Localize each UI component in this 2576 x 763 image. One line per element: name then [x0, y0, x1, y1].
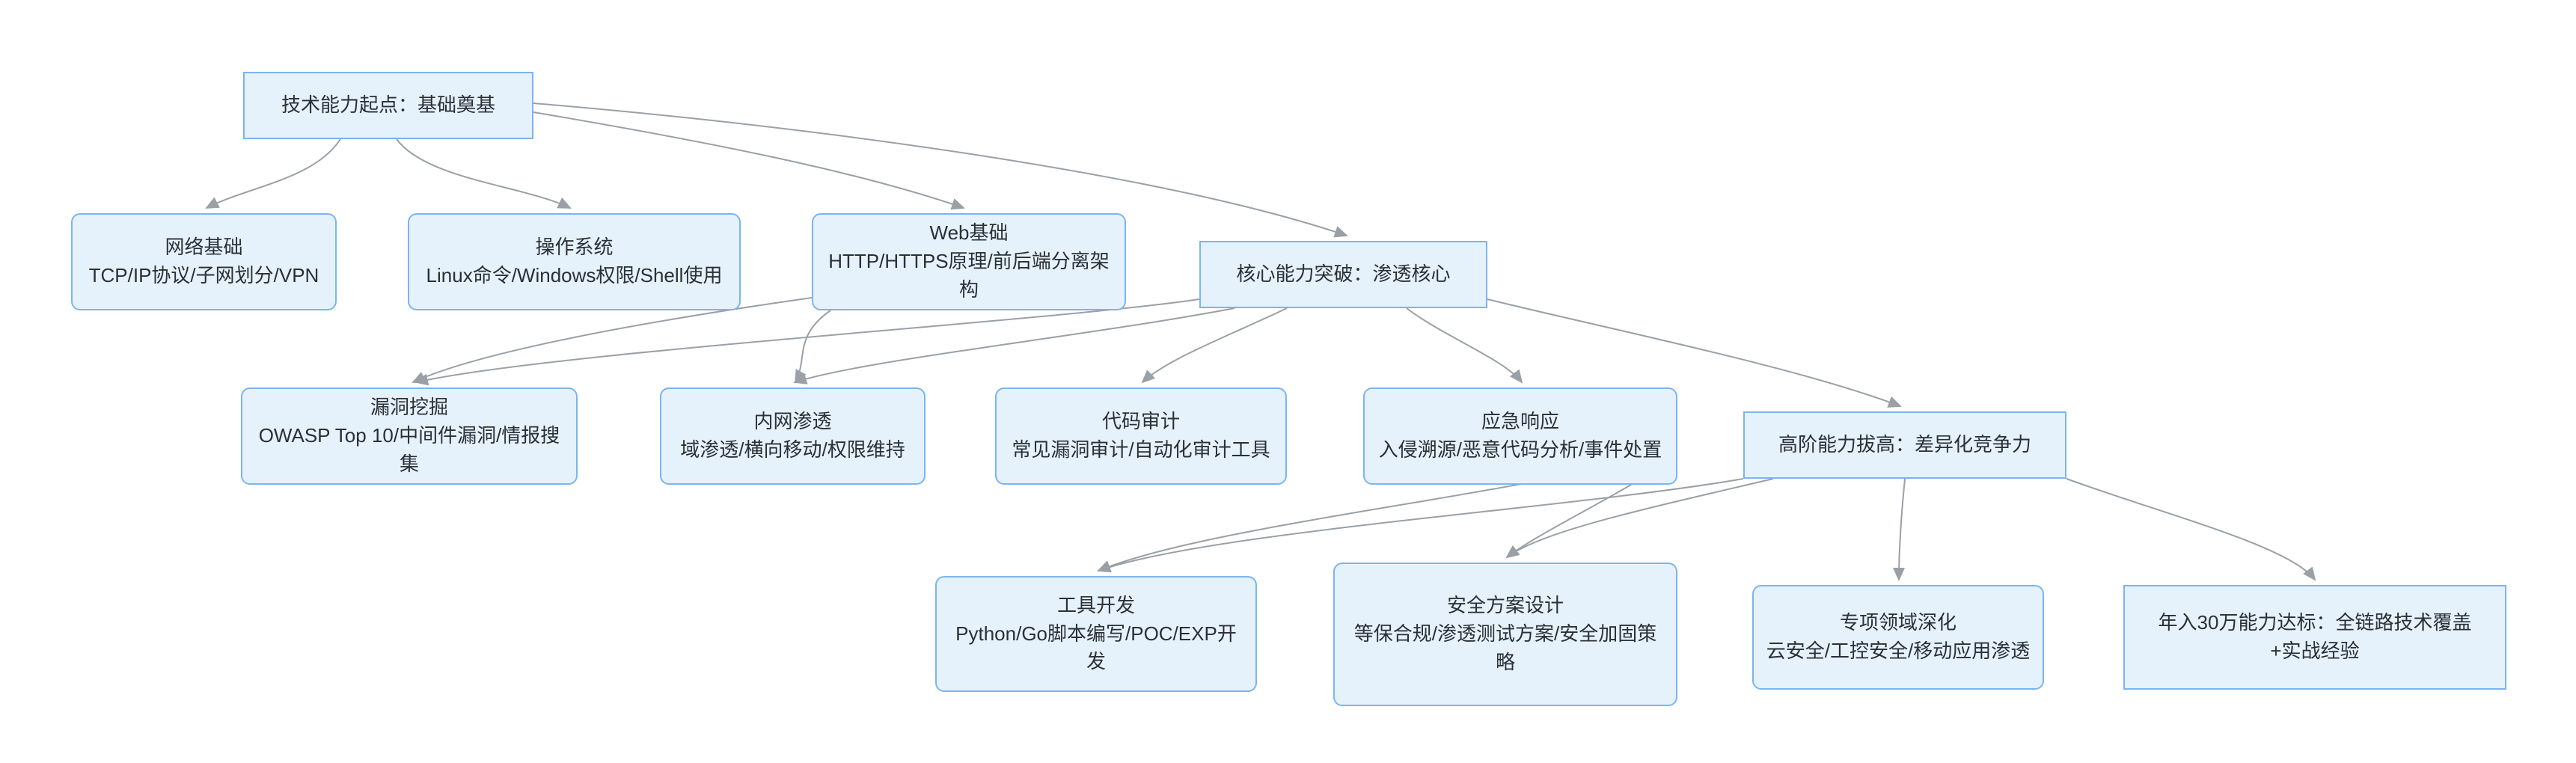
node-advanced-line-0: 高阶能力拔高：差异化竞争力: [1778, 433, 2031, 456]
node-vuln[interactable]: 漏洞挖掘 OWASP Top 10/中间件漏洞/情报搜集: [241, 387, 578, 485]
node-tools-line-0: 工具开发: [1056, 593, 1135, 616]
node-ir[interactable]: 应急响应入侵溯源/恶意代码分析/事件处置: [1363, 387, 1677, 485]
node-web[interactable]: Web基础 HTTP/HTTPS原理/前后端分离架构: [812, 213, 1126, 310]
node-start[interactable]: 技术能力起点：基础奠基: [243, 72, 533, 139]
node-goal-line-0: 年入30万能力达标：全链路技术覆盖: [2158, 611, 2472, 634]
edge-advanced-to-goal: [2066, 478, 2316, 581]
node-intranet[interactable]: 内网渗透域渗透/横向移动/权限维持: [660, 387, 926, 485]
node-intranet-line-1: 域渗透/横向移动/权限维持: [680, 438, 905, 461]
edge-core-to-ir: [1406, 307, 1523, 384]
node-ir-line-0: 应急响应: [1481, 410, 1559, 433]
node-intranet-line-0: 内网渗透: [753, 410, 832, 433]
edge-start-to-os: [396, 138, 572, 209]
node-audit-line-1: 常见漏洞审计/自动化审计工具: [1012, 438, 1270, 461]
node-domain-line-0: 专项领域深化: [1839, 611, 1957, 634]
node-ir-line-1: 入侵溯源/恶意代码分析/事件处置: [1378, 438, 1662, 461]
node-domain[interactable]: 专项领域深化云安全/工控安全/移动应用渗透: [1752, 585, 2044, 690]
node-net[interactable]: 网络基础 TCP/IP协议/子网划分/VPN: [71, 213, 337, 310]
node-core-line-0: 核心能力突破：渗透核心: [1236, 263, 1451, 286]
node-web-line-1: HTTP/HTTPS原理/前后端分离架构: [828, 250, 1110, 301]
edge-advanced-to-domain: [1893, 478, 1906, 581]
node-start-line-0: 技术能力起点：基础奠基: [281, 94, 495, 117]
node-domain-line-1: 云安全/工控安全/移动应用渗透: [1766, 640, 2031, 662]
node-tools-line-1: Python/Go脚本编写/POC/EXP开发: [955, 622, 1237, 673]
node-audit[interactable]: 代码审计常见漏洞审计/自动化审计工具: [995, 387, 1287, 485]
edge-core-to-audit: [1141, 307, 1288, 384]
node-vuln-line-1: OWASP Top 10/中间件漏洞/情报搜集: [258, 424, 560, 475]
node-os-line-0: 操作系统: [535, 236, 614, 259]
edge-core-to-vuln: [414, 298, 1200, 386]
edge-start-to-web: [533, 111, 965, 210]
edge-paths: [205, 102, 2316, 581]
edge-web-to-intranet: [795, 310, 831, 384]
node-os-line-1: Linux命令/Windows权限/Shell使用: [426, 264, 723, 286]
node-web-line-0: Web基础: [929, 221, 1009, 245]
edge-core-to-intranet: [793, 307, 1235, 384]
edge-advanced-to-tools: [1097, 478, 1744, 573]
node-audit-line-0: 代码审计: [1101, 410, 1180, 433]
node-goal-line-1: +实战经验: [2270, 640, 2360, 662]
node-net-line-0: 网络基础: [165, 236, 243, 259]
node-design-line-1: 等保合规/渗透测试方案/安全加固策略: [1353, 622, 1657, 673]
node-design-line-0: 安全方案设计: [1446, 594, 1564, 617]
node-core[interactable]: 核心能力突破：渗透核心: [1199, 241, 1487, 308]
node-goal[interactable]: 年入30万能力达标：全链路技术覆盖 +实战经验: [2123, 585, 2506, 690]
node-os[interactable]: 操作系统 Linux命令/Windows权限/Shell使用: [408, 213, 741, 310]
edge-advanced-to-design: [1505, 478, 1774, 559]
edge-start-to-net: [205, 138, 341, 209]
node-advanced[interactable]: 高阶能力拔高：差异化竞争力: [1743, 411, 2066, 479]
node-vuln-line-0: 漏洞挖掘: [370, 396, 448, 419]
node-net-line-1: TCP/IP协议/子网划分/VPN: [88, 264, 319, 286]
node-tools[interactable]: 工具开发 Python/Go脚本编写/POC/EXP开发: [935, 576, 1257, 692]
node-design[interactable]: 安全方案设计等保合规/渗透测试方案/安全加固策略: [1333, 563, 1677, 706]
